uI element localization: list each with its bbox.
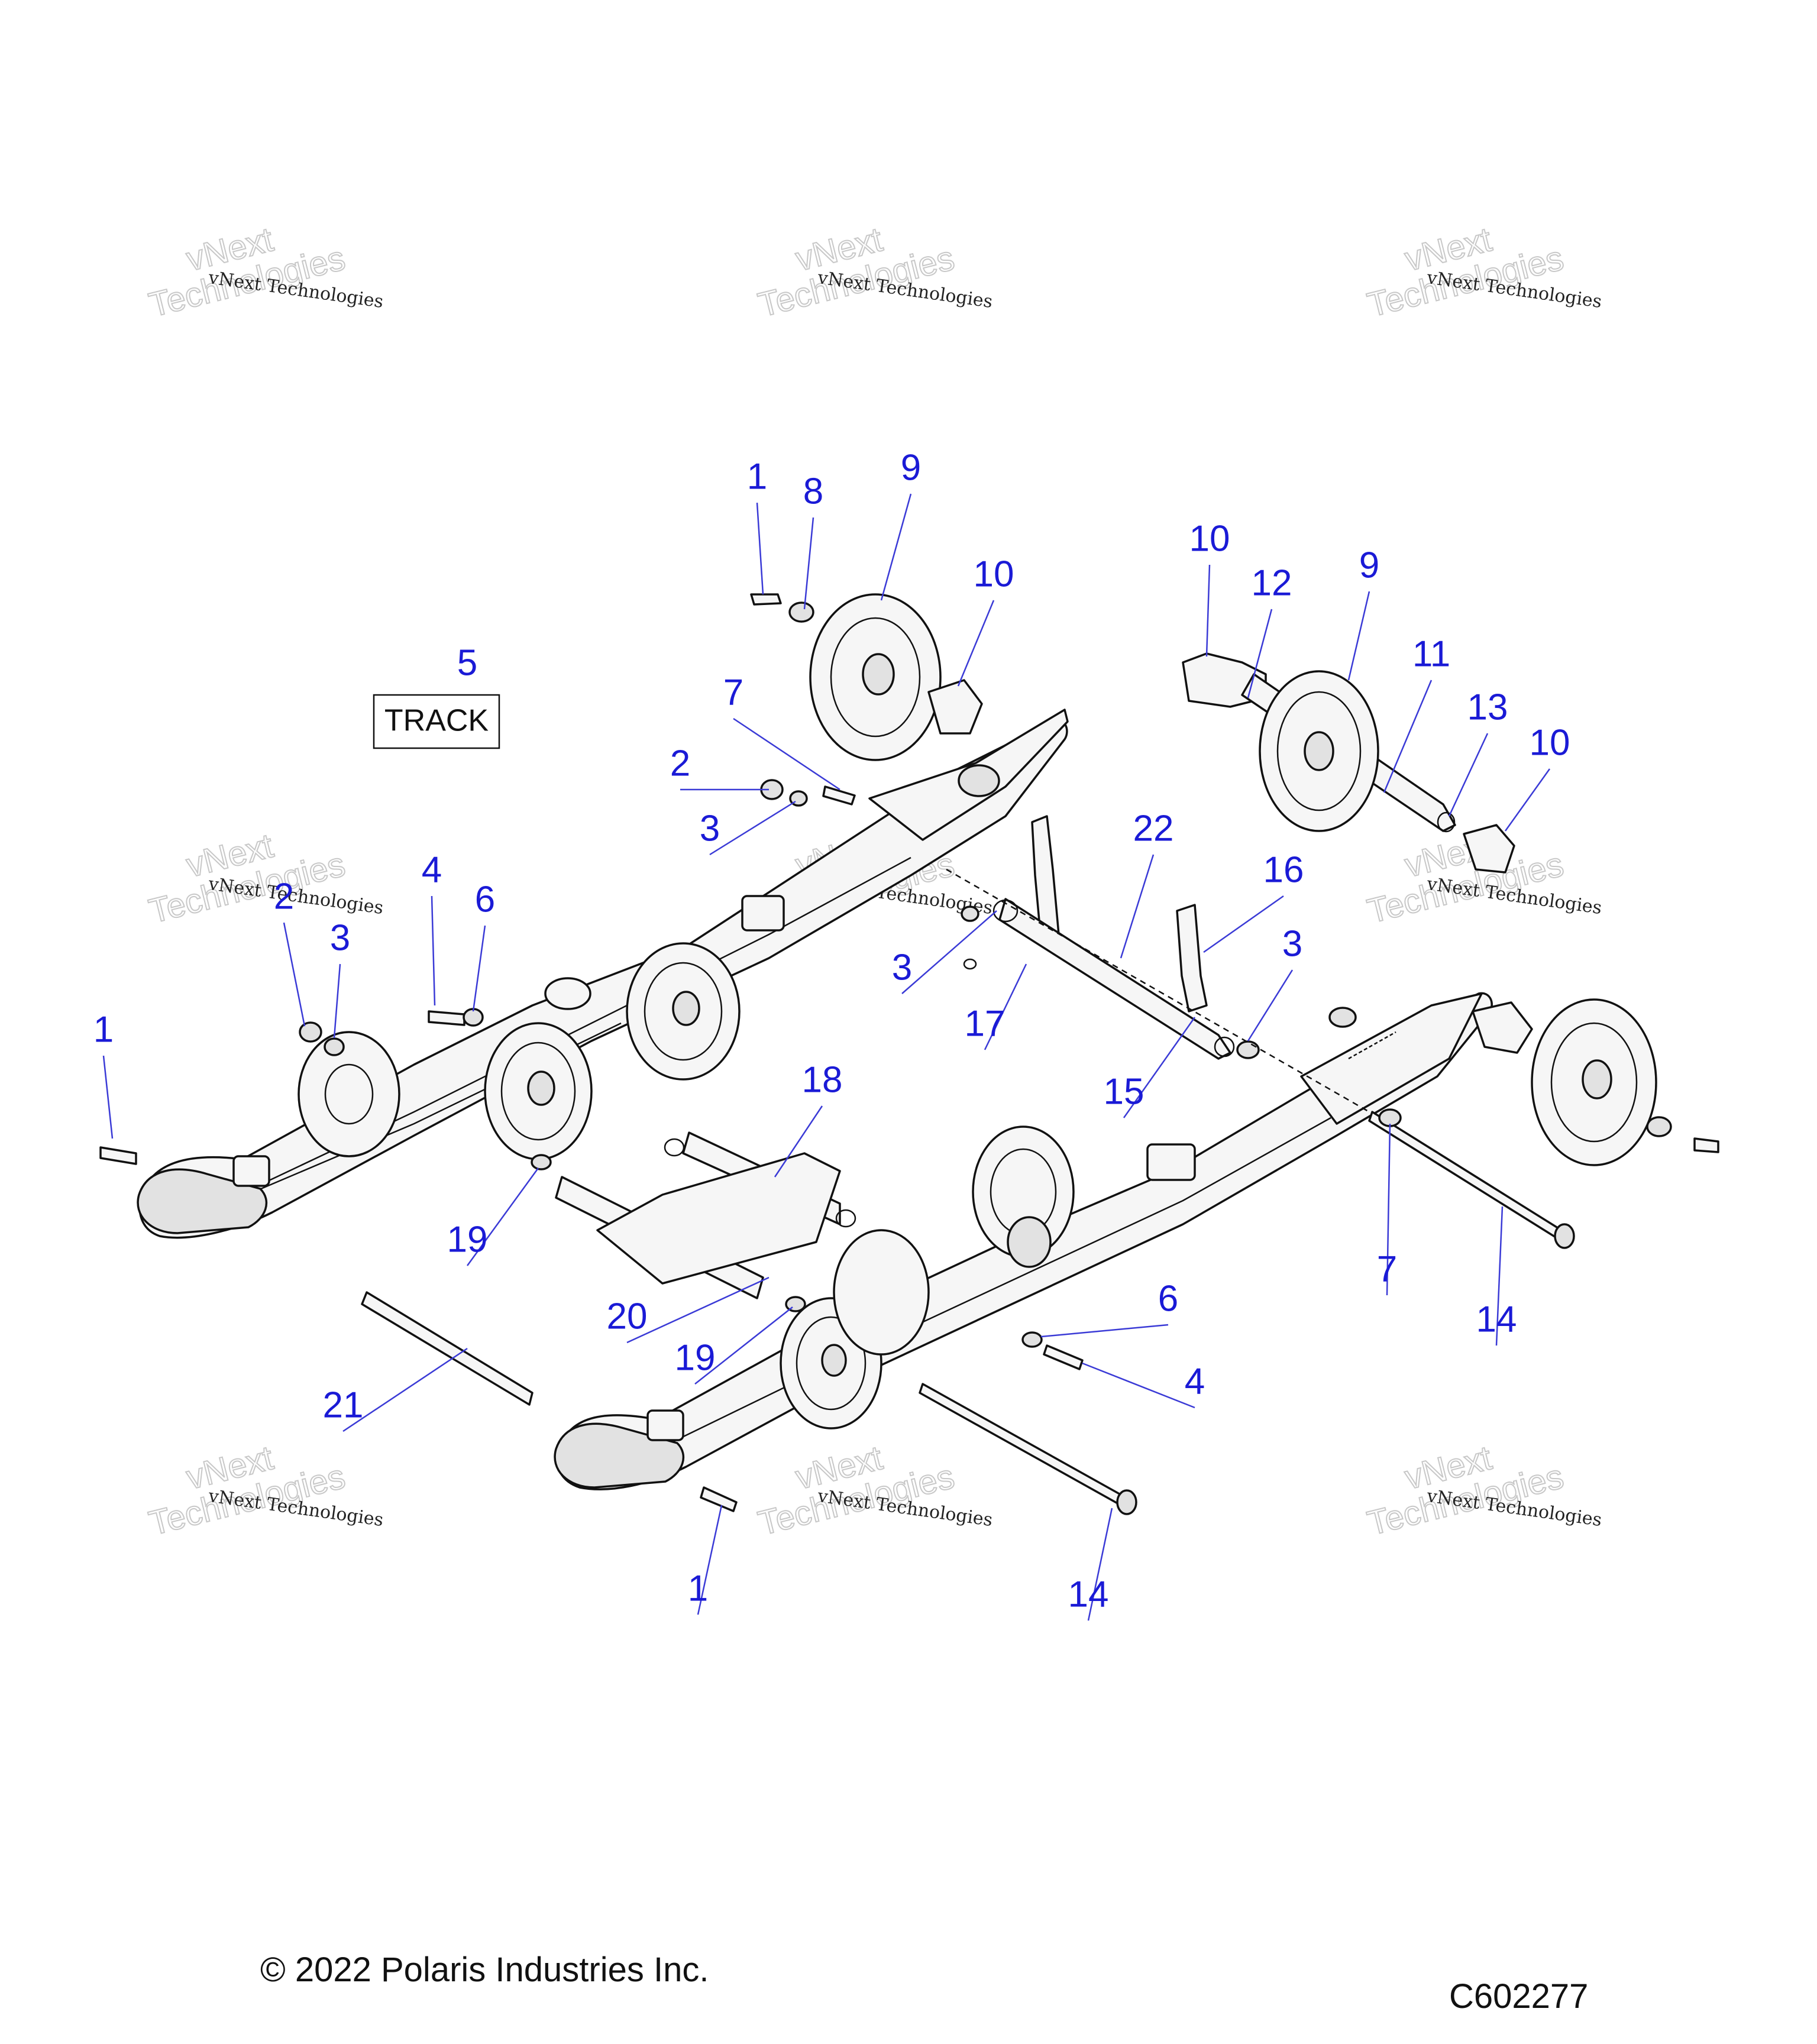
callout-c12: 12	[1252, 562, 1292, 603]
leader-lines	[102, 493, 1551, 1621]
right-rail-wheel-mid	[833, 1229, 930, 1356]
track-label: TRACK	[384, 704, 489, 738]
leader-line-c14b	[1087, 1508, 1113, 1621]
callout-c14b: 14	[1068, 1574, 1109, 1615]
track-label-box: TRACK	[373, 694, 500, 749]
left-rail-assembly	[137, 709, 1069, 1239]
callout-c20: 20	[607, 1296, 648, 1337]
upper-idler-wheel	[750, 593, 983, 761]
left-rail-wheel-rear	[626, 942, 741, 1081]
leader-line-c3a	[709, 800, 796, 856]
leader-line-c6a	[472, 925, 486, 1012]
callout-c14a: 14	[1476, 1299, 1517, 1340]
callout-c16: 16	[1263, 849, 1304, 890]
leader-line-c15	[1123, 1017, 1196, 1118]
leader-line-c7b	[1386, 1123, 1391, 1296]
copyright-text: © 2022 Polaris Industries Inc.	[260, 1951, 709, 1989]
callout-c4a: 4	[422, 849, 442, 890]
callout-c1a: 1	[747, 456, 767, 497]
callout-c3d: 3	[330, 917, 350, 958]
leader-line-c16	[1203, 895, 1284, 953]
callout-c3c: 3	[1282, 923, 1302, 964]
leader-line-c3c	[1247, 969, 1294, 1042]
callout-c15: 15	[1104, 1071, 1144, 1112]
callout-c1b: 1	[93, 1009, 114, 1050]
leader-line-c1a	[756, 502, 764, 595]
rear-axle-assembly	[1182, 652, 1515, 874]
leader-line-c21	[342, 1347, 468, 1432]
leader-line-c6b	[1040, 1324, 1169, 1338]
figure-code: C602277	[1449, 1977, 1588, 2016]
callout-c10b: 10	[1189, 518, 1230, 559]
leader-line-c7a	[733, 717, 840, 791]
leader-line-c4b	[1082, 1362, 1195, 1409]
callout-c9a: 9	[901, 447, 921, 488]
leader-line-c1c	[697, 1505, 723, 1615]
callout-c10a: 10	[974, 554, 1014, 594]
callout-c22: 22	[1133, 808, 1174, 849]
leader-line-c10a	[957, 600, 995, 687]
leader-line-c1b	[102, 1055, 114, 1139]
leader-line-c13	[1448, 733, 1489, 817]
leader-line-c3b	[901, 910, 997, 994]
leader-line-c2b	[283, 922, 306, 1027]
callout-c11: 11	[1412, 633, 1450, 674]
callout-c1c: 1	[688, 1568, 708, 1609]
callout-c10c: 10	[1530, 722, 1570, 763]
leader-line-c19b	[694, 1306, 793, 1385]
callout-c2a: 2	[670, 743, 690, 784]
leader-line-c10b	[1205, 564, 1211, 657]
callout-c9b: 9	[1359, 545, 1379, 586]
leader-line-c4a	[431, 895, 436, 1006]
callout-c2b: 2	[274, 876, 294, 917]
loose-hardware	[99, 779, 1575, 1515]
callout-c7b: 7	[1377, 1249, 1397, 1289]
leader-line-c9a	[880, 493, 912, 601]
leader-line-c18	[774, 1105, 823, 1178]
callout-c6b: 6	[1158, 1278, 1178, 1319]
leader-line-c8	[803, 517, 814, 610]
callout-c18: 18	[802, 1059, 843, 1100]
leader-line-c10c	[1504, 768, 1551, 832]
right-rail-assembly	[554, 992, 1493, 1490]
leader-line-c12	[1247, 609, 1273, 698]
callout-c5: 5	[457, 642, 477, 683]
callout-c19a: 19	[447, 1219, 488, 1260]
callout-c8: 8	[803, 471, 823, 512]
callout-c17: 17	[965, 1003, 1006, 1044]
mid-crossbar-assembly	[555, 1131, 856, 1299]
callout-c13: 13	[1467, 687, 1508, 727]
callout-c21: 21	[323, 1385, 364, 1425]
callout-c6a: 6	[475, 879, 495, 920]
leader-line-c3d	[333, 963, 341, 1039]
callout-c19b: 19	[675, 1337, 716, 1378]
right-outer-wheel	[1472, 998, 1719, 1166]
leader-line-c9b	[1347, 591, 1370, 681]
leader-line-c14a	[1495, 1206, 1504, 1346]
leader-line-c20	[626, 1276, 770, 1344]
callout-c7a: 7	[723, 672, 743, 713]
leader-line-c19a	[466, 1167, 539, 1266]
callout-c4b: 4	[1185, 1361, 1205, 1402]
leader-line-c17	[984, 963, 1027, 1050]
callout-c3b: 3	[892, 947, 912, 988]
leader-line-c11	[1383, 680, 1433, 793]
callout-c3a: 3	[700, 808, 720, 849]
center-crossbar-assembly	[946, 815, 1391, 1125]
left-rail-wheel-mid	[484, 1022, 593, 1160]
left-rail-wheel-front	[298, 1031, 400, 1157]
leader-line-c22	[1120, 854, 1155, 959]
